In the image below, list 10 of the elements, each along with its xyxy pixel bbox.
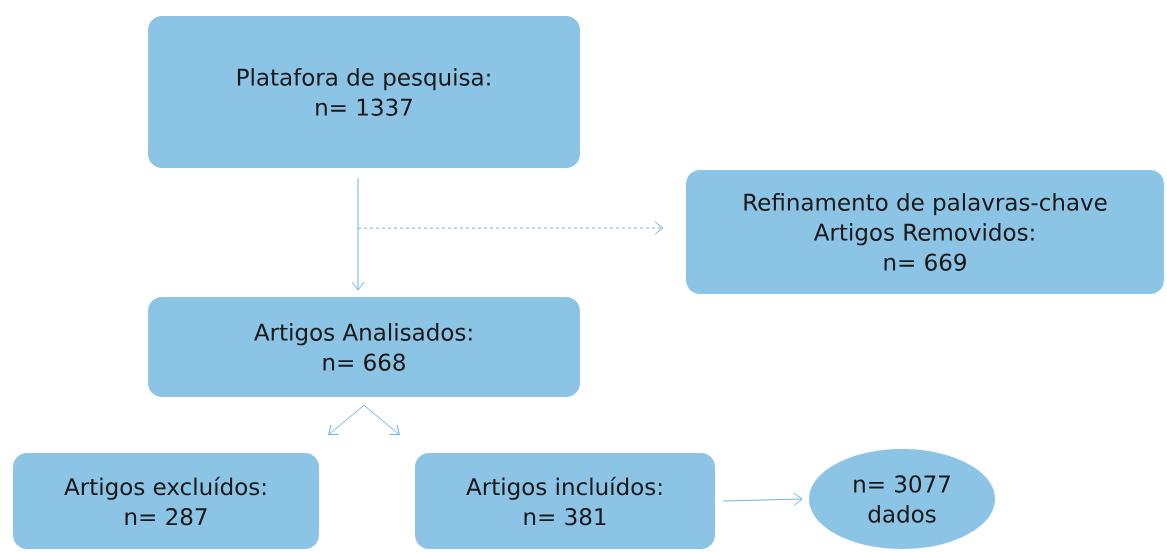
process-box: Platafora de pesquisa: n= 1337 (148, 16, 580, 168)
included-box: Artigos incluídos: n= 381 (415, 453, 715, 549)
process-box: Artigos Analisados: n= 668 (148, 297, 580, 397)
arrow (363, 404, 400, 436)
arrow (328, 404, 365, 436)
arrow (351, 177, 365, 291)
arrow (722, 492, 803, 506)
removed-box: Refinamento de palavras-chave Artigos Removidos: n= 669 (686, 170, 1164, 294)
arrow (357, 221, 664, 235)
excluded-box: Artigos excluídos: n= 287 (13, 453, 319, 549)
